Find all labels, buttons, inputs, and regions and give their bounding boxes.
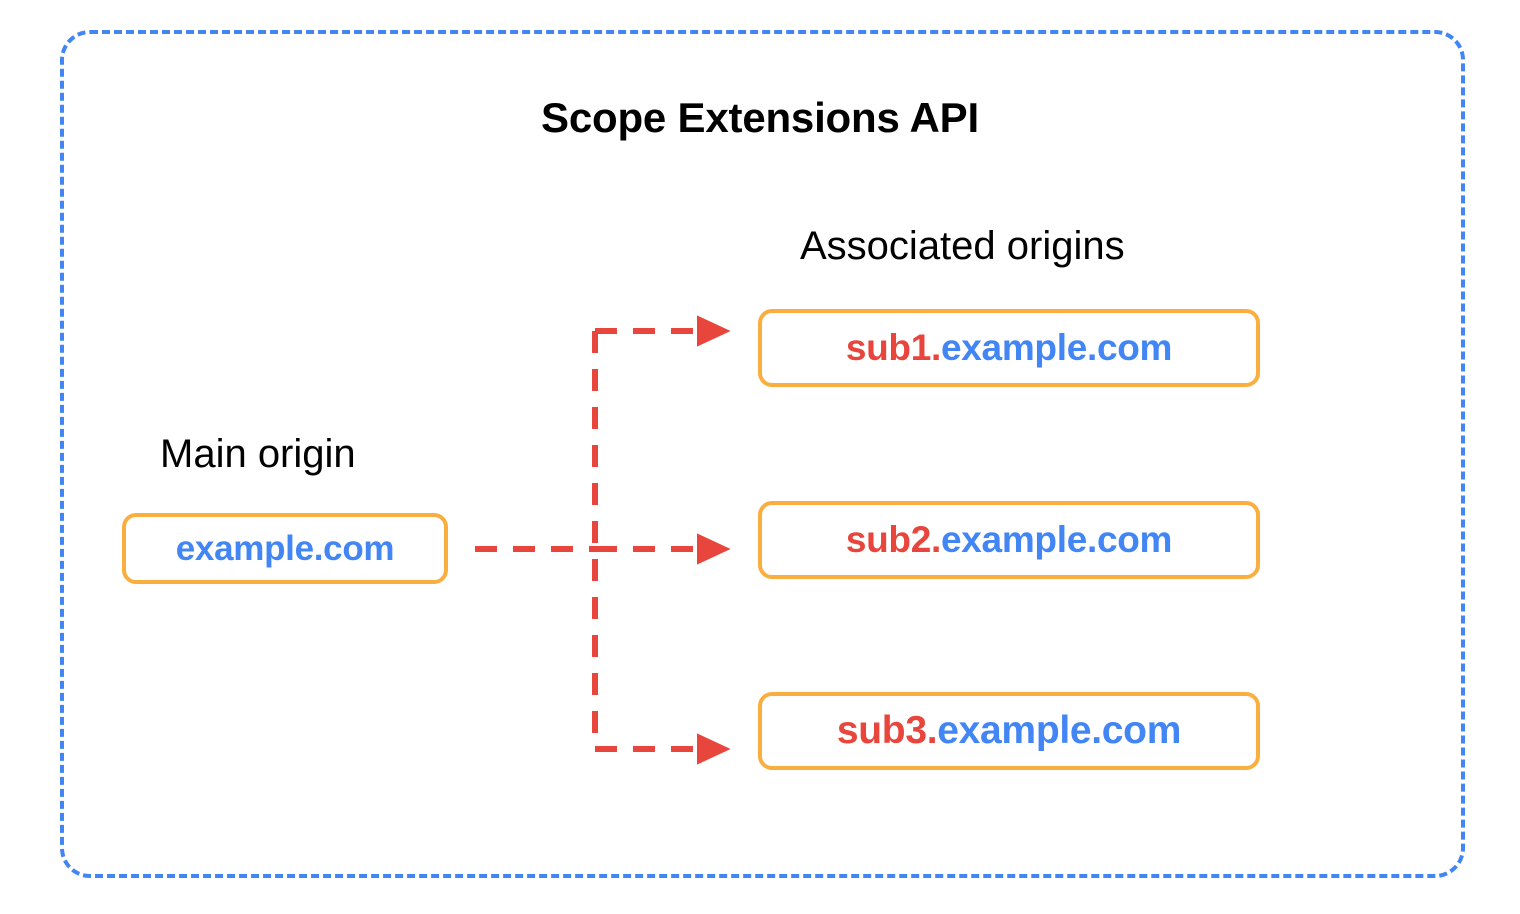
scope-extensions-frame: [60, 30, 1465, 878]
associated-origin-label-sub2: sub2.example.com: [845, 519, 1173, 561]
subdomain-prefix-sub2: sub2.: [845, 519, 941, 560]
main-origin-caption: Main origin: [160, 432, 356, 476]
associated-origin-box-sub1[interactable]: sub1.example.com: [758, 309, 1260, 387]
main-origin-box[interactable]: example.com: [122, 513, 448, 584]
domain-suffix-sub1: example.com: [940, 327, 1173, 368]
main-origin-label: example.com: [175, 528, 395, 569]
subdomain-prefix-sub1: sub1.: [845, 327, 941, 368]
associated-origins-caption: Associated origins: [800, 224, 1125, 268]
associated-origin-label-sub3: sub3.example.com: [836, 709, 1182, 753]
domain-suffix-sub2: example.com: [940, 519, 1173, 560]
subdomain-prefix-sub3: sub3.: [836, 709, 938, 752]
domain-suffix-sub3: example.com: [937, 709, 1182, 752]
associated-origin-box-sub2[interactable]: sub2.example.com: [758, 501, 1260, 579]
page-title: Scope Extensions API: [541, 94, 979, 141]
associated-origin-box-sub3[interactable]: sub3.example.com: [758, 692, 1260, 770]
main-origin-domain: example.com: [175, 528, 395, 568]
associated-origin-label-sub1: sub1.example.com: [845, 327, 1173, 369]
